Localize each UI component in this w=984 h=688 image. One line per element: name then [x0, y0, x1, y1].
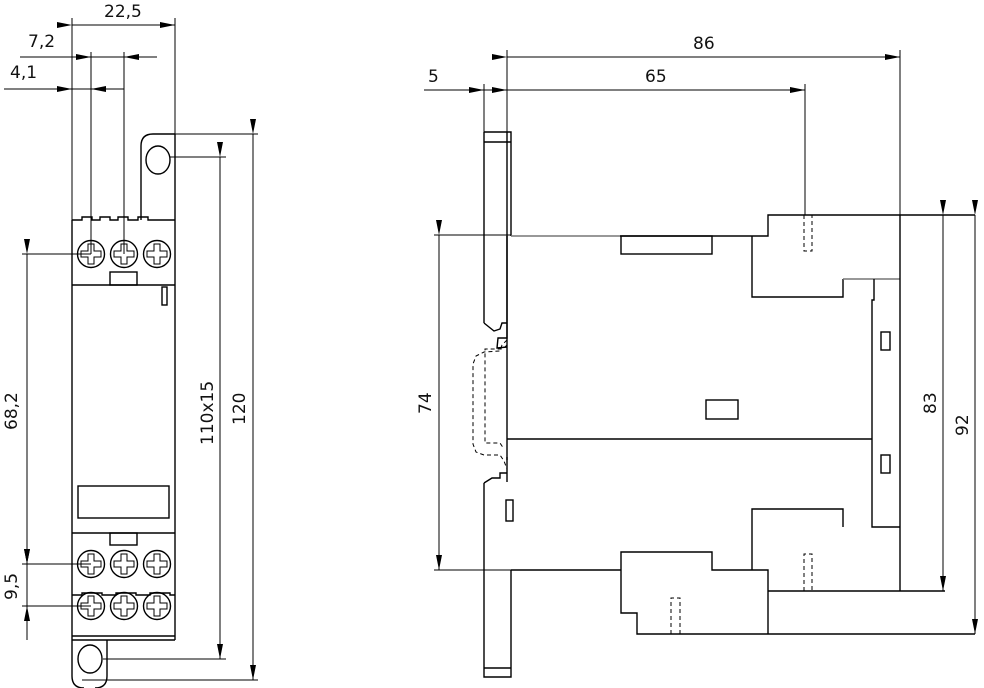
- mounting-hole-top: [145, 145, 171, 175]
- dim-terminal-level-spacing: 9,5: [2, 540, 30, 640]
- dim-label: 92: [953, 414, 973, 436]
- side-label: [705, 399, 739, 420]
- terminal-screw-icon: [109, 549, 139, 579]
- label-window: [77, 485, 170, 519]
- terminal-screw-icon: [109, 591, 139, 621]
- dim-mounting-holes: 110x15: [103, 142, 226, 660]
- dim-label: 86: [693, 34, 715, 54]
- dim-terminal-row-spacing: 68,2: [2, 239, 91, 607]
- din-rail: [472, 339, 508, 470]
- dim-label: 68,2: [2, 392, 22, 430]
- dim-plate-thickness: 5: [424, 67, 507, 93]
- dim-label: 5: [428, 67, 439, 87]
- side-view: 86 65 5 74 83 92: [416, 34, 978, 678]
- dim-label: 65: [645, 67, 667, 87]
- dim-height-total-side: 92: [953, 200, 978, 634]
- dim-height-body: 74: [416, 220, 511, 571]
- mounting-plate: [483, 131, 514, 678]
- dim-height-total: 120: [82, 119, 258, 681]
- terminal-screw-icon: [142, 239, 172, 269]
- front-view: 22,5 7,2 4,1 68,2 9,5: [2, 2, 258, 688]
- dim-label: 74: [416, 392, 436, 414]
- dim-label: 83: [921, 392, 941, 414]
- dim-height-terminals: 83: [921, 200, 946, 591]
- dim-terminal-offset: 4,1: [4, 63, 124, 92]
- led-slot: [161, 286, 168, 306]
- dim-depth-total: 86: [492, 34, 901, 215]
- dim-label: 110x15: [198, 381, 218, 445]
- dim-terminal-pitch: 7,2: [20, 32, 157, 254]
- relay-housing-side: [506, 214, 975, 635]
- dim-width-total: 22,5: [57, 2, 176, 220]
- terminal-screw-icon: [142, 591, 172, 621]
- dim-depth-terminal: 65: [483, 67, 806, 215]
- terminal-screws: [76, 239, 172, 621]
- dim-label: 7,2: [28, 32, 55, 52]
- dim-label: 120: [230, 393, 250, 425]
- dim-label: 22,5: [104, 2, 142, 22]
- dim-label: 9,5: [2, 573, 22, 600]
- mounting-hole-bottom: [77, 644, 103, 674]
- bottom-mounting-tab: [71, 640, 108, 688]
- top-mounting-tab: [140, 133, 175, 220]
- dim-label: 4,1: [10, 63, 37, 83]
- relay-housing-front: [71, 134, 176, 641]
- terminal-screw-icon: [142, 549, 172, 579]
